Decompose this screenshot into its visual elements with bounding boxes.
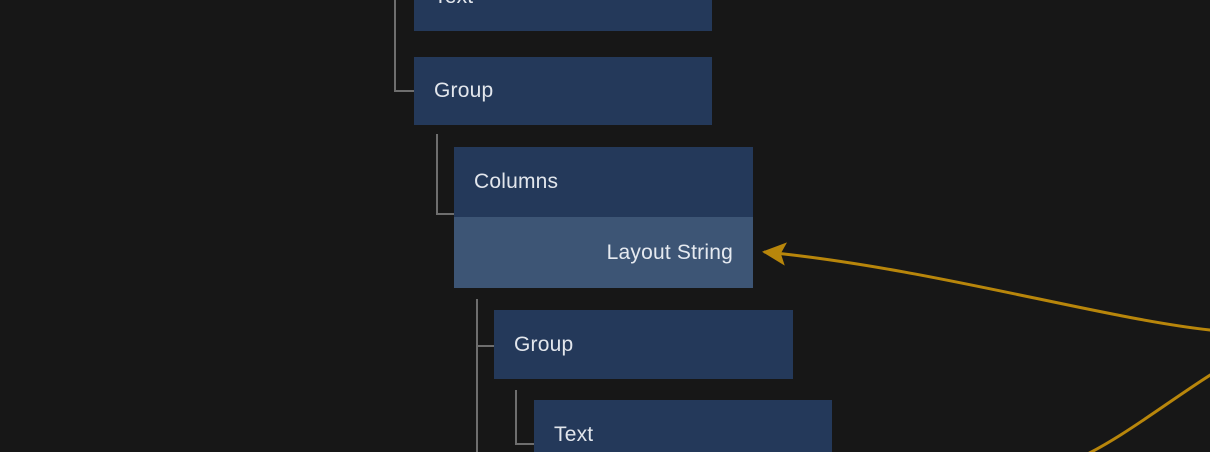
conn-trunk-4	[515, 390, 517, 445]
node-group-1-label: Group	[434, 79, 494, 102]
node-group-2-label: Group	[514, 332, 574, 356]
node-text-top[interactable]: Text	[414, 0, 712, 31]
node-text-bottom-label: Text	[554, 422, 594, 446]
conn-trunk-1	[394, 0, 396, 92]
conn-stub-columns	[436, 213, 454, 215]
node-group-1[interactable]: Group	[414, 57, 712, 125]
conn-trunk-2	[436, 134, 438, 215]
node-group-2[interactable]: Group	[494, 310, 793, 379]
conn-trunk-3	[476, 299, 478, 452]
node-columns-label: Columns	[474, 170, 559, 193]
secondary-callout-curve	[1088, 373, 1210, 452]
node-text-bottom[interactable]: Text	[534, 400, 832, 452]
node-columns-subrow-label[interactable]: Layout String	[454, 217, 753, 288]
conn-stub-group-1	[394, 90, 414, 92]
node-text-top-label: Text	[414, 0, 712, 31]
layout-string-callout-arrow	[762, 242, 1210, 332]
conn-stub-text-bottom	[515, 443, 534, 445]
conn-stub-group-2	[476, 345, 494, 347]
